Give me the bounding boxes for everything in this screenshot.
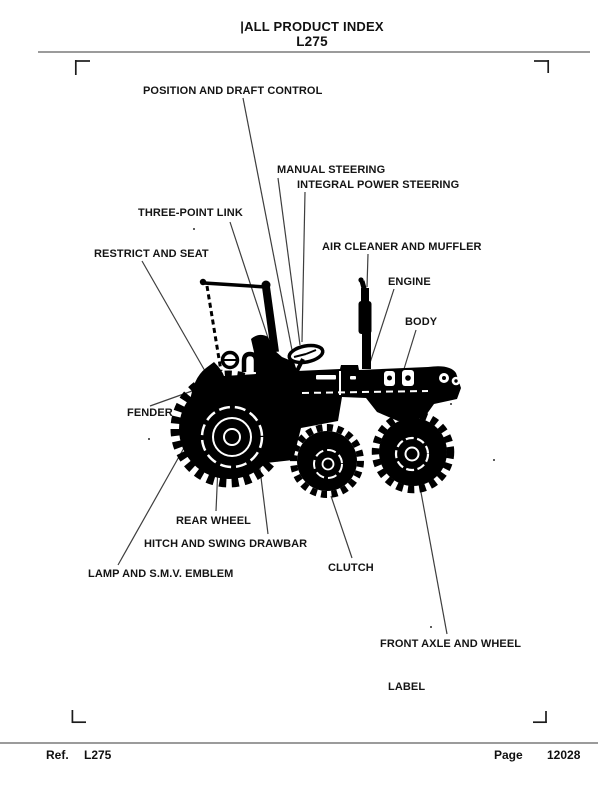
- leader-front-axle-and-wheel: [417, 475, 448, 635]
- footer-page-number: 12028: [547, 748, 581, 762]
- crop-mark-bottom-right: [533, 711, 547, 724]
- hood-details: [301, 370, 461, 395]
- label-fender: FENDER: [127, 407, 173, 419]
- leader-restrict-and-seat: [141, 260, 210, 379]
- steering-wheel: [287, 343, 325, 372]
- rear-wheel: [170, 370, 288, 488]
- header-rule: [38, 51, 590, 53]
- label-lamp-and-smv-emblem: LAMP AND S.M.V. EMBLEM: [88, 568, 234, 580]
- seat-fittings: [220, 350, 259, 372]
- label-position-and-draft-control: POSITION AND DRAFT CONTROL: [143, 85, 323, 97]
- leader-clutch: [330, 495, 353, 559]
- crop-mark-bottom-left: [71, 710, 86, 724]
- label-engine: ENGINE: [388, 276, 431, 288]
- leader-integral-power-steering: [301, 191, 306, 343]
- model-number: L275: [296, 34, 328, 49]
- scan-speck: [430, 626, 432, 628]
- label-restrict-and-seat: RESTRICT AND SEAT: [94, 248, 209, 260]
- tractor-illustration: [170, 277, 461, 498]
- label-air-cleaner-and-muffler: AIR CLEANER AND MUFFLER: [322, 241, 482, 253]
- footer-page-label: Page: [494, 748, 523, 762]
- page-title: |ALL PRODUCT INDEX: [240, 19, 384, 34]
- leader-position-and-draft-control: [242, 97, 293, 351]
- scan-speck: [193, 228, 195, 230]
- leader-body: [403, 329, 417, 370]
- crop-mark-top-right: [534, 60, 550, 73]
- rops-top-bar: [203, 281, 267, 289]
- label-manual-steering: MANUAL STEERING: [277, 164, 386, 176]
- page-header: |ALL PRODUCT INDEX L275: [24, 19, 600, 49]
- label-label: LABEL: [388, 681, 426, 693]
- leader-engine: [368, 288, 395, 367]
- label-body: BODY: [405, 316, 438, 328]
- crop-mark-top-left: [74, 60, 90, 75]
- footer-ref-label: Ref.: [46, 748, 69, 762]
- label-hitch-and-swing-drawbar: HITCH AND SWING DRAWBAR: [144, 538, 308, 550]
- footer-rule: [0, 742, 598, 744]
- scan-speck: [450, 403, 452, 405]
- label-clutch: CLUTCH: [328, 562, 374, 574]
- label-rear-wheel: REAR WHEEL: [176, 515, 251, 527]
- front-near-wheel: [290, 424, 364, 498]
- label-integral-power-steering: INTEGRAL POWER STEERING: [297, 179, 460, 191]
- label-three-point-link: THREE-POINT LINK: [138, 207, 243, 219]
- rops-left-post: [205, 285, 223, 372]
- leader-air-cleaner-and-muffler: [366, 253, 369, 288]
- leader-manual-steering: [277, 177, 301, 346]
- scan-speck: [148, 438, 150, 440]
- label-front-axle-and-wheel: FRONT AXLE AND WHEEL: [380, 638, 522, 650]
- scan-speck: [493, 459, 495, 461]
- rops-right-post: [262, 286, 279, 353]
- front-far-wheel: [371, 410, 455, 494]
- footer-ref-value: L275: [84, 748, 112, 762]
- muffler: [358, 277, 372, 369]
